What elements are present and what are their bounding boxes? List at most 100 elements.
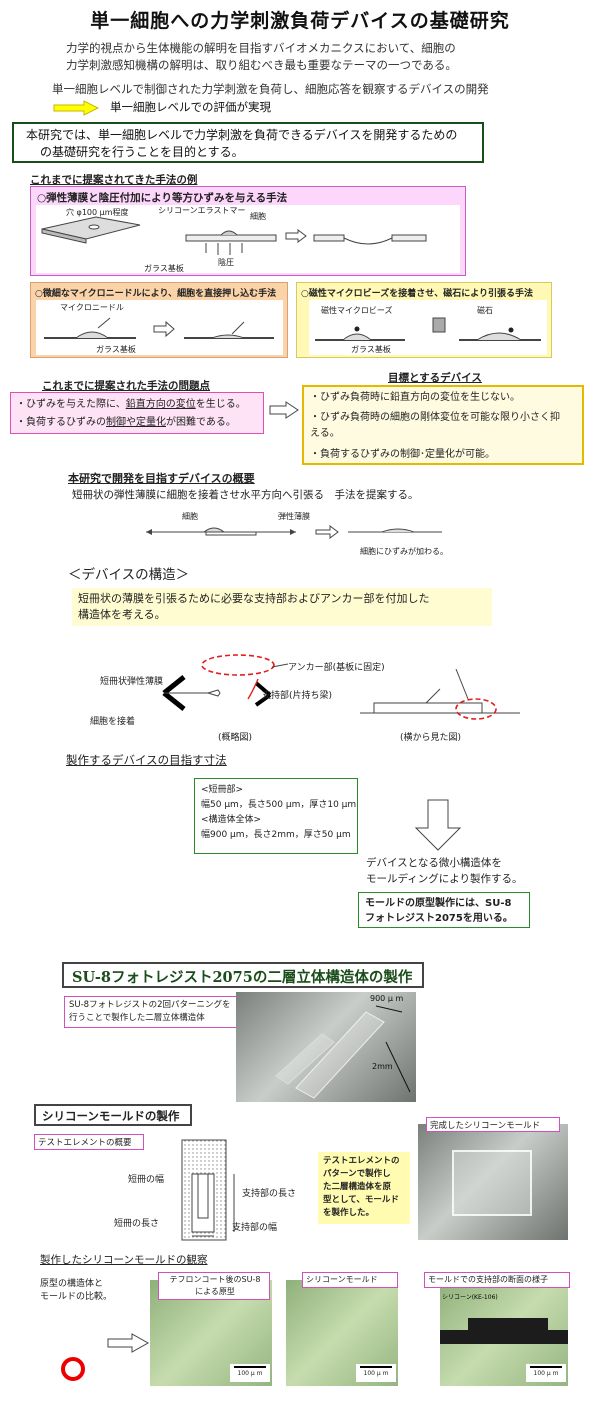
test-element-label: テストエレメントの概要 (34, 1134, 144, 1150)
circle-mark-icon (61, 1357, 85, 1381)
method3-title: ○磁性マイクロビーズを接着させ、磁石により引張る手法 (301, 289, 534, 299)
obs-image-2-label: シリコーンモールド (302, 1272, 398, 1288)
overview-film-label: 弾性薄膜 (278, 512, 310, 521)
problem-2: ・負荷するひずみの制御や定量化が困難である。 (16, 414, 263, 432)
su8-caption-1: SU-8フォトレジストの2回パターニングを (69, 1000, 231, 1010)
method1-title: ○弾性薄膜と陰圧付加により等方ひずみを与える手法 (37, 192, 288, 204)
hole-label: 穴 φ100 μm程度 (66, 208, 129, 217)
needle-label: マイクロニードル (60, 303, 124, 312)
method2-title: ○微細なマイクロニードルにより、細胞を直接押し込む手法 (35, 289, 277, 299)
obs-image-3: シリコーン(KE-106) 100 μ m (440, 1280, 568, 1386)
intro-line-2: 力学刺激感知機構の解明は、取り組むべき最も重要なテーマの一つである。 (66, 58, 457, 72)
problems-box: ・ひずみを与えた際に、鉛直方向の変位を生じる。 ・負荷するひずみの制御や定量化が… (10, 392, 264, 434)
obs-image-3-label: モールドでの支持部の断面の様子 (424, 1272, 570, 1288)
purpose-line-2: の基礎研究を行うことを目的とする。 (40, 145, 244, 159)
scale-box-2: 100 μ m (356, 1364, 396, 1382)
side-view-label: (横から見た図) (400, 733, 462, 743)
scale-text-3: 100 μ m (533, 1370, 559, 1377)
strip-width-label: 短冊の幅 (128, 1175, 165, 1185)
su8-line-1: モールドの原型製作には、SU-8 (365, 898, 512, 909)
dims-whole-values: 幅900 μm，長さ2mm，厚さ50 μm (201, 830, 351, 840)
problem-1-c: を生じる。 (195, 399, 246, 410)
support-label: 支持部(片持ち梁) (262, 691, 333, 701)
strip-length-label: 短冊の長さ (114, 1219, 160, 1229)
su8-line-2: フォトレジスト2075を用いる。 (365, 913, 513, 924)
intro-line-4: 単一細胞レベルでの評価が実現 (110, 100, 271, 114)
problem-1-b: 鉛直方向の変位 (125, 399, 196, 410)
method1-figure: 穴 φ100 μm程度 シリコーンエラストマー 細胞 陰圧 ガラス基板 (36, 205, 460, 273)
support-length-label: 支持部の長さ (242, 1189, 297, 1199)
test-element-diagram (181, 1139, 235, 1241)
target-box: ・ひずみ負荷時に鉛直方向の変位を生じない。 ・ひずみ負荷時の細胞の剛体変位を可能… (302, 385, 584, 465)
su8-caption: SU-8フォトレジストの2回パターニングを 行うことで製作した二層立体構造体 (64, 996, 244, 1028)
problem-1: ・ひずみを与えた際に、鉛直方向の変位を生じる。 (16, 396, 263, 414)
scale-box-1: 100 μ m (230, 1364, 270, 1382)
scale-box-3: 100 μ m (526, 1364, 566, 1382)
obs-image-1-label-a: テフロンコート後のSU-8 (169, 1275, 261, 1284)
mold-note-4: 型として、モールド (323, 1195, 399, 1205)
glass-label-2: ガラス基板 (96, 345, 136, 354)
obs-compare-1: 原型の構造体と (40, 1279, 104, 1289)
anchor-label: アンカー部(基板に固定) (288, 663, 385, 673)
target-heading: 目標とするデバイス (388, 372, 482, 384)
dims-heading: 製作するデバイスの目指す寸法 (66, 753, 227, 767)
obs-compare: 原型の構造体と モールドの比較。 (40, 1278, 112, 1304)
cross-section-base (440, 1330, 568, 1344)
overview-cell-label: 細胞 (182, 512, 198, 521)
su8-caption-2: 行うことで製作した二層立体構造体 (69, 1013, 205, 1023)
su8-heading: SU-8フォトレジスト2075の二層立体構造体の製作 (62, 962, 424, 988)
problems-heading: これまでに提案された手法の問題点 (42, 380, 210, 392)
mold-square (452, 1150, 532, 1216)
schematic-label: (概略図) (218, 733, 253, 743)
mold-note-2: パターンで製作し (323, 1169, 391, 1179)
magnet-label: 磁石 (477, 306, 493, 315)
dims-strip-heading: <短冊部> (201, 785, 244, 795)
method2-diagram (44, 317, 274, 339)
dim-2mm: 2mm (372, 1062, 393, 1071)
structure-text-2: 構造体を考える。 (78, 608, 166, 621)
purpose-box: 本研究では、単一細胞レベルで力学刺激を負荷できるデバイスを開発するための の基礎… (12, 122, 484, 163)
vacuum-label: 陰圧 (218, 258, 234, 267)
molding-line-1: デバイスとなる微小構造体を (366, 857, 502, 869)
target-1: ・ひずみ負荷時に鉛直方向の変位を生じない。 (310, 392, 520, 403)
scale-text-2: 100 μ m (363, 1370, 389, 1377)
intro-line-3: 単一細胞レベルで制御された力学刺激を負荷し、細胞応答を観察するデバイスの開発 (52, 82, 489, 96)
finished-mold-label: 完成したシリコーンモールド (426, 1117, 560, 1132)
structure-heading: ＜デバイスの構造＞ (68, 567, 190, 583)
obs-image-1-label: テフロンコート後のSU-8 による原型 (158, 1272, 270, 1300)
molding-line-2: モールディングにより製作する。 (366, 873, 523, 885)
problem-2-c: が困難である。 (166, 417, 236, 428)
mold-heading: シリコーンモールドの製作 (34, 1104, 192, 1126)
structure-text-1: 短冊状の薄膜を引張るために必要な支持部およびアンカー部を付加した (78, 592, 430, 605)
obs-image-1-label-b: による原型 (195, 1287, 235, 1296)
methods-heading: これまでに提案されてきた手法の例 (30, 174, 198, 186)
structure-box: 短冊状の薄膜を引張るために必要な支持部およびアンカー部を付加した 構造体を考える… (72, 588, 492, 626)
purpose-line-1: 本研究では、単一細胞レベルで力学刺激を負荷できるデバイスを開発するための (26, 128, 458, 142)
obs-heading: 製作したシリコーンモールドの観察 (40, 1254, 208, 1266)
target-2b: える。 (310, 428, 340, 439)
dims-box: <短冊部> 幅50 μm，長さ500 μm，厚さ10 μm <構造体全体> 幅9… (194, 778, 358, 854)
method2-panel: ○微細なマイクロニードルにより、細胞を直接押し込む手法 マイクロニードル ガラス… (30, 282, 288, 358)
method2-figure: マイクロニードル ガラス基板 (36, 300, 283, 355)
mold-note-3: た二層構造体を原 (323, 1182, 392, 1192)
obs-compare-2: モールドの比較。 (40, 1292, 113, 1302)
problem-2-a: ・負荷するひずみの (16, 417, 106, 428)
overview-heading: 本研究で開発を目指すデバイスの概要 (68, 472, 255, 485)
obs-right-arrow-icon (107, 1333, 150, 1353)
molding-text: デバイスとなる微小構造体を モールディングにより製作する。 (366, 855, 523, 887)
intro-line-1: 力学的視点から生体機能の解明を目指すバイオメカニクスにおいて、細胞の (66, 41, 456, 55)
yellow-arrow-icon (53, 100, 100, 116)
problem-1-a: ・ひずみを与えた際に、 (16, 399, 126, 410)
method3-diagram (315, 317, 541, 341)
dims-strip-values: 幅50 μm，長さ500 μm，厚さ10 μm (201, 800, 357, 810)
method1-panel: ○弾性薄膜と陰圧付加により等方ひずみを与える手法 穴 φ100 μm程度 シリコ… (30, 186, 466, 276)
adhere-label: 細胞を接着 (90, 717, 136, 727)
method3-panel: ○磁性マイクロビーズを接着させ、磁石により引張る手法 磁性マイクロビーズ 磁石 … (296, 282, 552, 358)
method1-diagram (41, 216, 427, 255)
overview-text: 短冊状の弾性薄膜に細胞を接着させ水平方向へ引張る 手法を提案する。 (72, 489, 419, 501)
silicone-label: シリコーンエラストマー (158, 206, 246, 215)
down-arrow-icon (414, 799, 462, 851)
scale-text-1: 100 μ m (237, 1370, 263, 1377)
su8-structure-sketch (275, 1005, 411, 1099)
obs-image-2: 100 μ m (286, 1280, 398, 1386)
